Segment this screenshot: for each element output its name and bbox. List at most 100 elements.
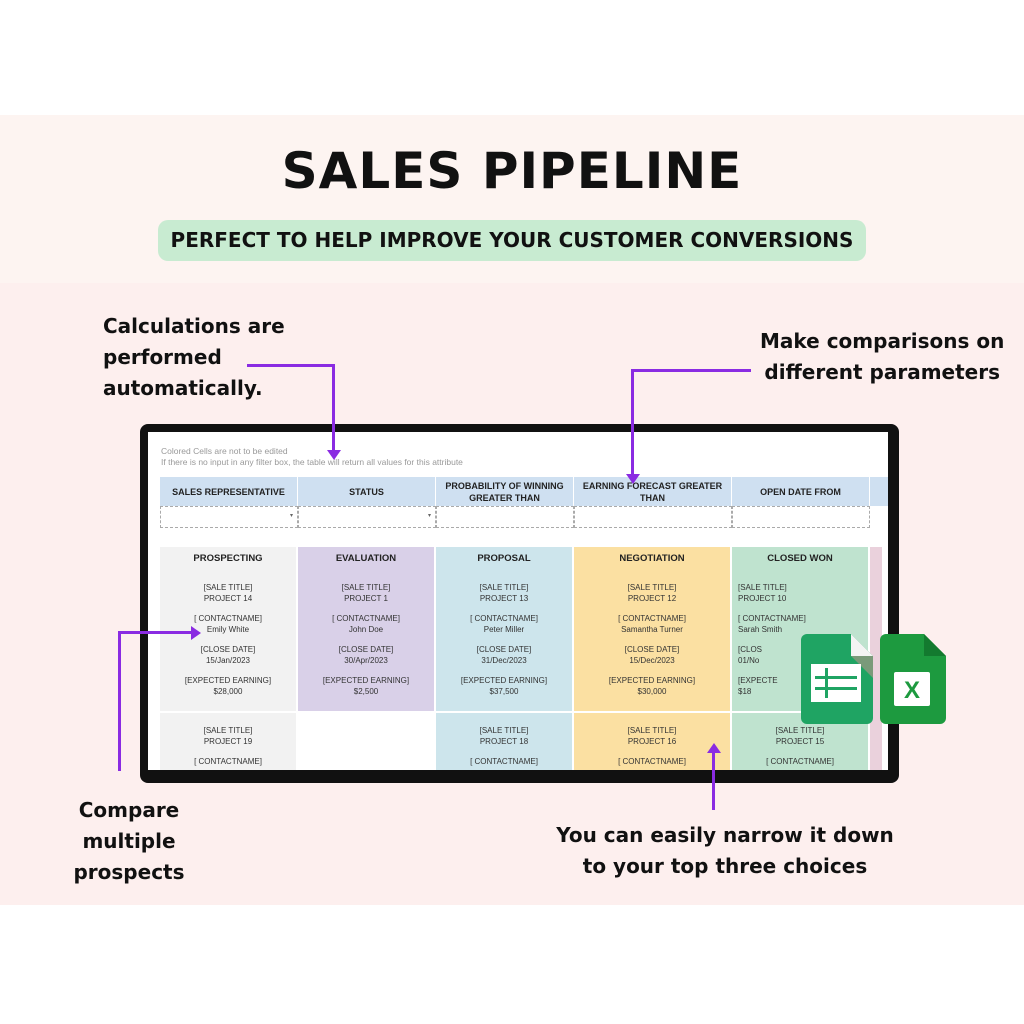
note-line: Compare multiple (78, 798, 180, 853)
card-field: [CLOSE DATE] 31/Dec/2023 (436, 644, 572, 666)
note-line: Make comparisons on (760, 329, 1005, 353)
arrow-line (631, 369, 751, 372)
deal-card[interactable]: [SALE TITLE]PROJECT 1 [ CONTACTNAME] John … (298, 570, 436, 711)
card-title: PROJECT 12 (627, 594, 677, 603)
card-date-label: [CLOSE DATE] (338, 645, 394, 654)
arrow-head (626, 474, 640, 484)
filter-header: PROBABILITY OF WINNING GREATER THAN (436, 477, 574, 506)
card-field: [ CONTACTNAME] (160, 756, 296, 767)
card-field: [EXPECTED EARNING]$2,500 (298, 675, 434, 697)
stage-header: PROPOSAL (436, 547, 574, 570)
card-contact-label: [ CONTACTNAME] (470, 614, 538, 623)
card-date-label: [CLOSE DATE] (476, 645, 532, 654)
arrow-line (332, 364, 335, 452)
deal-card[interactable]: [SALE TITLE]PROJECT 14[ CONTACTNAME]Emil… (160, 570, 298, 711)
arrow-line (712, 752, 715, 810)
card-earn-label: [EXPECTED EARNING] (184, 676, 272, 685)
card-field: [CLOSE DATE]15/Dec/2023 (574, 644, 730, 666)
card-title-label: [SALE TITLE] (775, 726, 825, 735)
dropdown-arrow-icon[interactable]: ▾ (289, 513, 293, 519)
filter-input[interactable] (574, 506, 732, 528)
card-title-label: [SALE TITLE] (203, 583, 253, 592)
card-field: [ CONTACTNAME]Samantha Turner (574, 613, 730, 635)
card-contact-label: [ CONTACTNAME] (470, 757, 538, 766)
card-title-label: [SALE TITLE] (479, 726, 529, 735)
card-field: [SALE TITLE] PROJECT 13 (436, 582, 572, 604)
arrow-line (631, 369, 634, 477)
card-contact-label: [ CONTACTNAME] (332, 614, 400, 623)
card-field: [ CONTACTNAME] Sarah Smith (738, 613, 868, 635)
arrow-head (707, 743, 721, 753)
deal-card[interactable]: [SALE TITLE]PROJECT 18 [ CONTACTNAME] (436, 713, 574, 770)
card-contact-label: [ CONTACTNAME] (618, 757, 686, 766)
dropdown-arrow-icon[interactable]: ▾ (427, 513, 431, 519)
deal-card[interactable]: [SALE TITLE]PROJECT 19 [ CONTACTNAME] (160, 713, 298, 770)
card-field: [SALE TITLE]PROJECT 1 (298, 582, 434, 604)
card-earn: $30,000 (637, 687, 667, 696)
svg-text:X: X (904, 677, 920, 704)
card-contact: John Doe (348, 625, 384, 634)
card-date-label: [CLOSE DATE] (200, 645, 256, 654)
card-earn-label: [EXPECTE (738, 676, 778, 685)
card-earn: $28,000 (213, 687, 243, 696)
card-earn-label: [EXPECTED EARNING] (608, 676, 696, 685)
card-title-label: [SALE TITLE] (479, 583, 529, 592)
filter-input[interactable] (732, 506, 870, 528)
filter-input[interactable]: ▾ (160, 506, 298, 528)
card-date: 15/Dec/2023 (629, 656, 675, 665)
stage-header: CLOSED WON (732, 547, 870, 570)
card-contact: Peter Miller (483, 625, 525, 634)
card-title-label: [SALE TITLE] (738, 583, 787, 592)
deal-card[interactable]: [SALE TITLE]PROJECT 16[ CONTACTNAME] (574, 713, 732, 770)
page-title: SALES PIPELINE (281, 142, 743, 200)
hint-text: If there is no input in any filter box, … (161, 457, 463, 467)
card-field: [CLOSE DATE] 30/Apr/2023 (298, 644, 434, 666)
card-title: PROJECT 13 (479, 594, 529, 603)
card-field: [EXPECTED EARNING] $30,000 (574, 675, 730, 697)
card-title: PROJECT 10 (738, 594, 787, 603)
card-title-label: [SALE TITLE] (627, 583, 677, 592)
arrow-head (191, 626, 201, 640)
card-date: 30/Apr/2023 (344, 656, 388, 665)
deal-card[interactable]: [SALE TITLE] PROJECT 12 [ CONTACTNAME]Sama… (574, 570, 732, 711)
note-line: automatically. (103, 376, 263, 400)
card-contact-label: [ CONTACTNAME] (738, 614, 806, 623)
card-contact: Sarah Smith (738, 625, 783, 634)
google-sheets-icon (801, 634, 873, 724)
card-earn: $37,500 (489, 687, 519, 696)
arrow-line (118, 631, 121, 771)
stage-header: PROSPECTING (160, 547, 298, 570)
note-line: Calculations are (103, 314, 285, 338)
card-field: [ CONTACTNAME] John Doe (298, 613, 434, 635)
card-field: [SALE TITLE] PROJECT 12 (574, 582, 730, 604)
card-date-label: [CLOS (738, 645, 763, 654)
card-field: [SALE TITLE]PROJECT 19 (160, 725, 296, 747)
card-earn: $18 (738, 687, 752, 696)
card-earn-label: [EXPECTED EARNING] (460, 676, 548, 685)
filter-header: STATUS (298, 477, 436, 506)
card-title-label: [SALE TITLE] (341, 583, 391, 592)
filter-header: EARNING FORECAST GREATER THAN (574, 477, 732, 506)
note-line: to your top three choices (582, 854, 868, 878)
card-field: [EXPECTED EARNING] $37,500 (436, 675, 572, 697)
card-field: [EXPECTED EARNING] $28,000 (160, 675, 296, 697)
card-contact-label: [ CONTACTNAME] (766, 757, 834, 766)
card-title: PROJECT 19 (203, 737, 253, 746)
note-calculations: Calculations are performed automatically… (103, 311, 285, 404)
card-contact-label: [ CONTACTNAME] (194, 614, 262, 623)
card-field: [ CONTACTNAME] (574, 756, 730, 767)
arrow-head (327, 450, 341, 460)
arrow-line (118, 631, 193, 634)
card-date: 31/Dec/2023 (481, 656, 527, 665)
card-field: [ CONTACTNAME]Emily White (160, 613, 296, 635)
note-line: different parameters (764, 360, 1000, 384)
card-contact: Samantha Turner (621, 625, 683, 634)
filter-input[interactable]: ▾ (298, 506, 436, 528)
filter-input[interactable] (436, 506, 574, 528)
card-field: [SALE TITLE]PROJECT 18 (436, 725, 572, 747)
card-field: [SALE TITLE]PROJECT 15 (732, 725, 868, 747)
deal-card[interactable]: [SALE TITLE] PROJECT 13 [ CONTACTNAME] Pete… (436, 570, 574, 711)
note-line: prospects (73, 860, 185, 884)
card-earn-label: [EXPECTED EARNING] (322, 676, 410, 685)
note-line: performed (103, 345, 222, 369)
